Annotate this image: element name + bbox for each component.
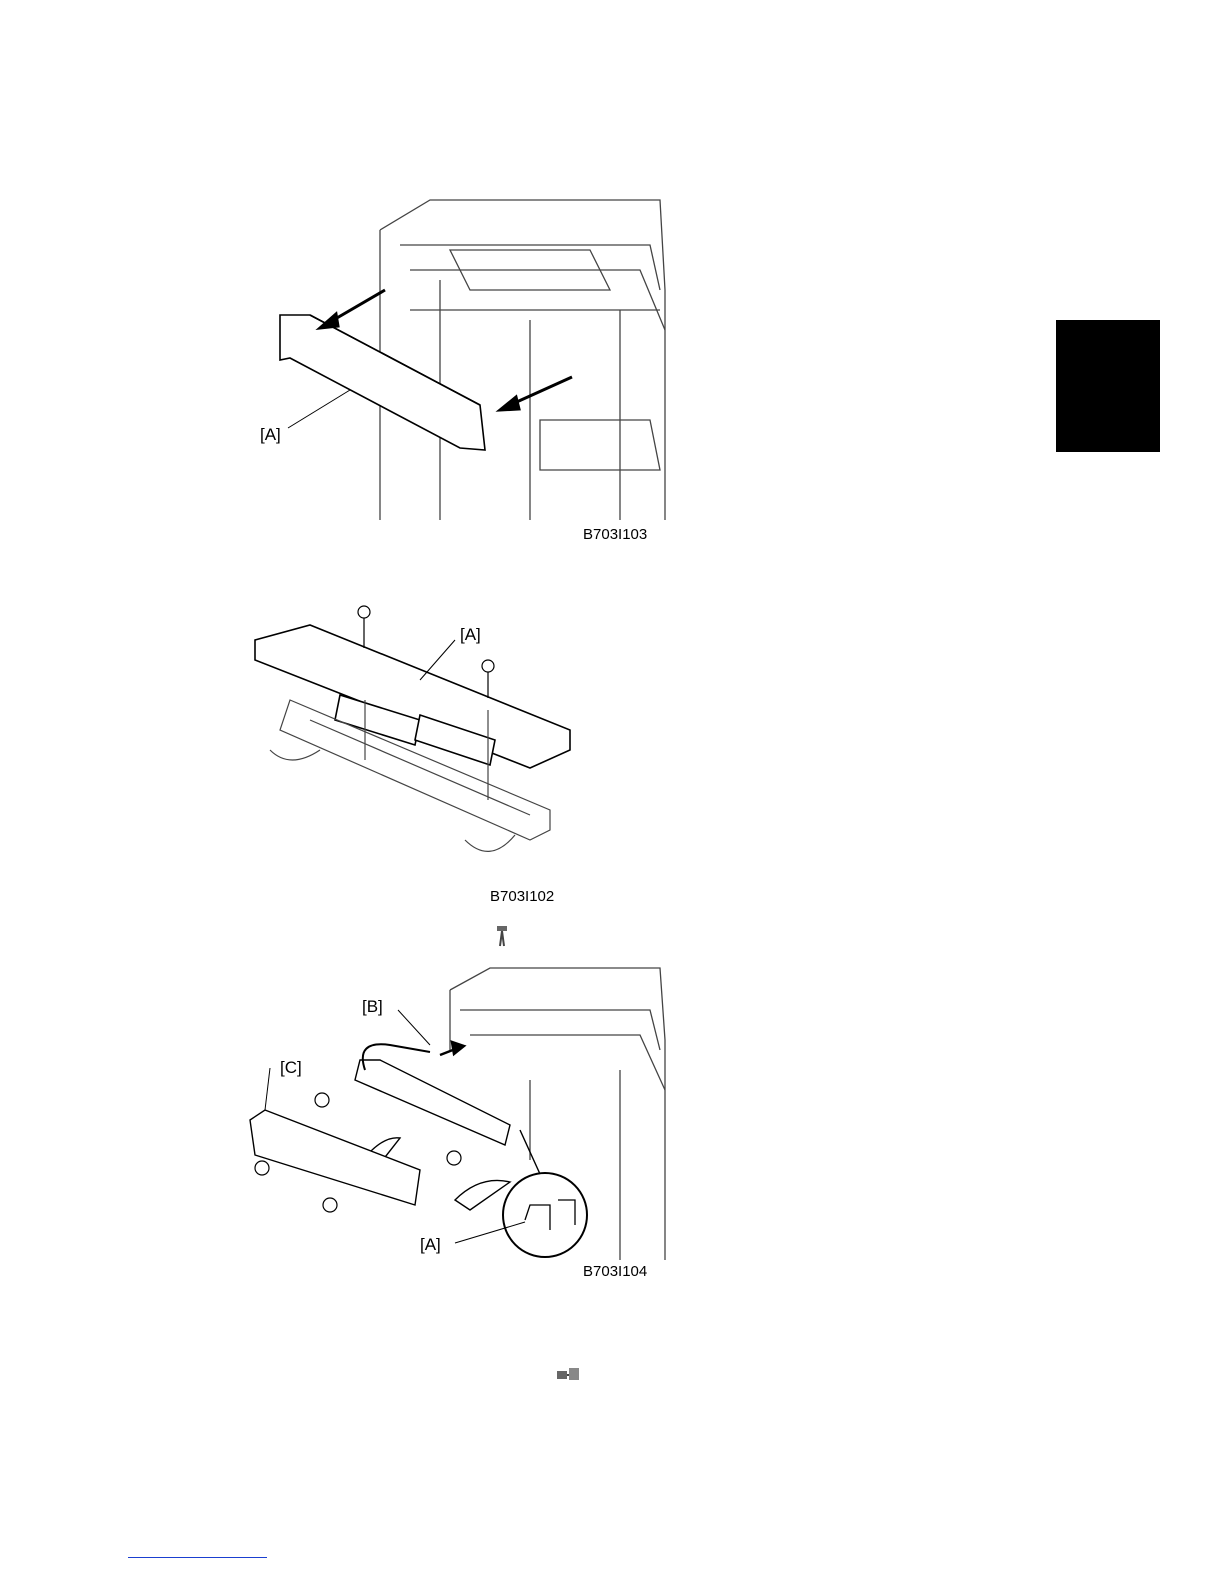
figure-1-code: B703I103 xyxy=(583,526,647,543)
figure-2-drawing: [A] xyxy=(250,600,590,880)
figure-2-code: B703I102 xyxy=(490,888,554,905)
figure-1-drawing: [A] xyxy=(240,190,680,530)
figure-3: [B] [C] [A] xyxy=(240,960,680,1260)
figure-2-callout-a: [A] xyxy=(460,625,481,644)
figure-1-callout-a: [A] xyxy=(260,425,281,444)
figure-3-callout-c: [C] xyxy=(280,1058,302,1077)
section-tab-marker xyxy=(1056,320,1160,452)
figure-3-code: B703I104 xyxy=(583,1263,647,1280)
connector-icon xyxy=(555,1365,583,1390)
figure-2: [A] xyxy=(250,600,590,880)
figure-3-drawing: [B] [C] [A] xyxy=(240,960,680,1260)
figure-3-callout-a: [A] xyxy=(420,1235,441,1254)
figure-1: [A] xyxy=(240,190,680,530)
figure-3-callout-b: [B] xyxy=(362,997,383,1016)
footer-link-underline xyxy=(128,1557,267,1558)
screw-icon xyxy=(492,924,512,953)
